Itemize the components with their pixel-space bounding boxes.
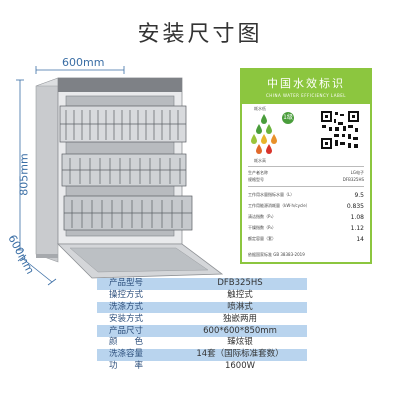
metric-value: 0.835 (346, 203, 364, 210)
width-dimension-line (35, 66, 125, 74)
spec-value: 触控式 (173, 289, 307, 302)
model-value: DFB325HS (342, 177, 364, 182)
spec-table: 产品型号 DFB325HS 操控方式 触控式 洗涤方式 喷淋式 安装方式 独嵌两… (97, 278, 307, 373)
efficiency-label-title: 中国水效标识 (267, 77, 345, 90)
grade-badge: 1级 (282, 112, 294, 124)
efficiency-label-header: 中国水效标识 CHINA WATER EFFICIENCY LABEL (242, 70, 370, 104)
standard-text: 依据国家标准 GB 38383-2019 (248, 252, 305, 257)
spec-key: 产品型号 (97, 278, 173, 290)
manufacturer-label: 生产者名称 (248, 170, 268, 175)
efficiency-metric-row: 额定容量（套） 14 (248, 236, 364, 243)
spec-row: 安装方式 独嵌两用 (97, 313, 307, 326)
spec-row: 产品尺寸 600*600*850mm (97, 325, 307, 337)
efficiency-label-divider (248, 186, 364, 187)
spec-row: 洗涤方式 喷淋式 (97, 301, 307, 314)
model-label: 规格型号 (248, 177, 264, 182)
model-row: 规格型号 DFB325HS (248, 177, 364, 183)
cabinet-side-panel (35, 77, 59, 263)
spec-value: 独嵌两用 (173, 313, 307, 326)
dishwasher-drawing (16, 66, 224, 286)
spec-key: 洗涤方式 (97, 301, 173, 314)
efficiency-metric-row: 干燥指数（P₂） 1.12 (248, 225, 364, 232)
middle-rack (61, 153, 187, 187)
spec-value: 喷淋式 (173, 301, 307, 314)
spec-row: 产品型号 DFB325HS (97, 278, 307, 290)
spec-key: 洗涤容量 (97, 348, 173, 361)
spec-key: 操控方式 (97, 289, 173, 302)
spec-value: 臻炫银 (173, 336, 307, 349)
metric-label: 额定容量（套） (248, 236, 276, 241)
door-inner-panel (69, 247, 209, 273)
spec-value: DFB325HS (173, 278, 307, 290)
metric-label: 工作用能源消耗量（kW·h/cycle） (248, 203, 310, 208)
lower-rack (63, 195, 193, 231)
metric-label: 工作用水量指标水量（L） (248, 192, 295, 197)
standard-note: 依据国家标准 GB 38383-2019 (248, 252, 364, 258)
efficiency-label-body: 耗水低 耗水高 1级 生产者名称 LG电子 规格型号 DFB325H (242, 104, 370, 262)
page-title: 安装尺寸图 (137, 22, 263, 47)
efficiency-metric-row: 工作用水量指标水量（L） 9.5 (248, 192, 364, 199)
metric-label: 清洁指数（P₁） (248, 214, 277, 219)
cabinet-base (36, 254, 58, 258)
efficiency-metric-row: 清洁指数（P₁） 1.08 (248, 214, 364, 221)
efficiency-label-subtitle: CHINA WATER EFFICIENCY LABEL (266, 93, 346, 98)
qr-code-icon (320, 110, 360, 150)
height-dimension-label: 805mm (17, 153, 31, 196)
upper-rack (59, 105, 187, 143)
water-drops-icon (251, 114, 277, 154)
metric-value: 9.5 (354, 192, 364, 199)
height-dimension-line (16, 79, 24, 251)
efficiency-metric-row: 工作用能源消耗量（kW·h/cycle） 0.835 (248, 203, 364, 210)
manufacturer-value: LG电子 (350, 170, 364, 175)
grade-value: 1级 (283, 114, 293, 121)
metric-value: 1.12 (350, 225, 364, 232)
spec-key: 颜 色 (97, 336, 173, 349)
spec-row: 功 率 1600W (97, 360, 307, 373)
spec-value: 1600W (173, 360, 307, 373)
efficiency-label-divider (248, 166, 364, 167)
spec-key: 产品尺寸 (97, 325, 173, 337)
water-efficiency-label: 中国水效标识 CHINA WATER EFFICIENCY LABEL 耗水低 … (240, 68, 372, 264)
depth-dimension-line (17, 254, 57, 286)
spec-row: 操控方式 触控式 (97, 289, 307, 302)
spec-key: 功 率 (97, 360, 173, 373)
metric-value: 1.08 (350, 214, 364, 221)
width-dimension-label: 600mm (62, 56, 105, 69)
spec-row: 洗涤容量 14套（国际标准套数） (97, 348, 307, 361)
spec-value: 600*600*850mm (173, 325, 307, 337)
metric-label: 干燥指数（P₂） (248, 225, 277, 230)
control-strip (58, 78, 182, 92)
spec-value: 14套（国际标准套数） (173, 348, 307, 361)
spec-row: 颜 色 臻炫银 (97, 336, 307, 349)
metric-value: 14 (356, 236, 364, 243)
manufacturer-row: 生产者名称 LG电子 (248, 170, 364, 176)
spec-key: 安装方式 (97, 313, 173, 326)
low-water-caption: 耗水低 (254, 106, 266, 111)
high-water-caption: 耗水高 (254, 158, 266, 163)
